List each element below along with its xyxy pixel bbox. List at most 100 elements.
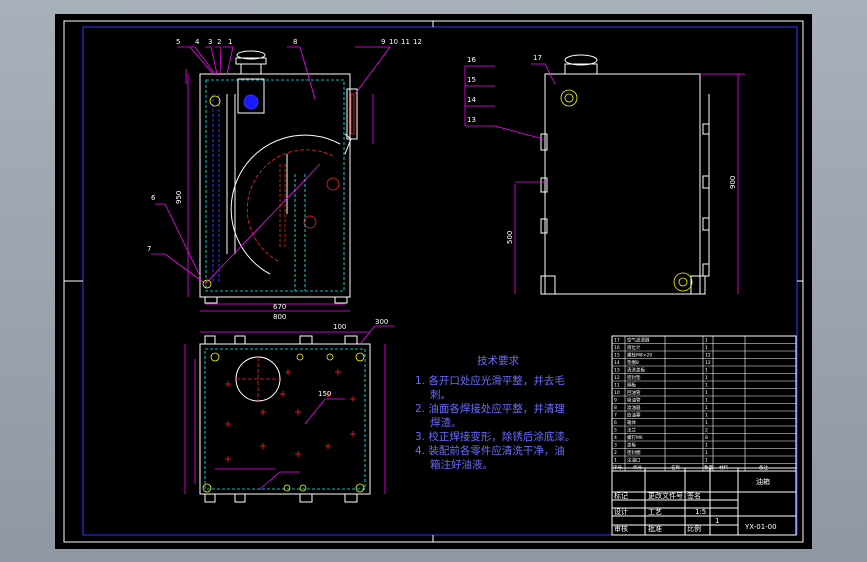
bom-row-name: 放油塞: [627, 412, 641, 419]
balloon: 14: [467, 96, 476, 104]
balloon: 11: [401, 38, 410, 46]
tb-label: 更改文件号: [648, 491, 683, 500]
balloon: 8: [293, 38, 297, 46]
dim-text: 150: [318, 390, 331, 398]
balloon: 7: [147, 245, 151, 253]
dim-text: 950: [175, 191, 183, 204]
bom-row-no: 16: [614, 345, 620, 351]
bom-row-qty: 1: [705, 450, 708, 456]
title-block: 油箱 YX-01-00 1:5 1 标记 更改文件号 签名 设计 工艺 审核 批…: [611, 467, 797, 536]
balloon: 6: [151, 194, 156, 202]
note-line: 2. 油面各焊接处应平整，并清理: [415, 402, 565, 415]
bom-row-qty: 12: [705, 353, 711, 359]
bom-row-no: 15: [614, 353, 620, 359]
dim-text: 500: [506, 231, 514, 244]
scale: 1:5: [695, 508, 706, 516]
balloon: 4: [195, 38, 200, 46]
bom-row-qty: 2: [705, 428, 708, 434]
tb-label: 工艺: [648, 508, 662, 516]
note-line: 焊渣。: [430, 416, 462, 429]
bom-row-qty: 1: [705, 368, 708, 374]
dim-text: 670: [273, 303, 286, 311]
note-line: 箱注好油液。: [430, 458, 493, 471]
front-view: [151, 46, 391, 312]
bom-row-name: 空气滤清器: [627, 337, 650, 344]
bom-row-name: 回油管: [627, 389, 641, 396]
balloon: 5: [176, 38, 180, 46]
balloon: 10: [389, 38, 398, 46]
bom-row-no: 13: [614, 368, 620, 374]
bom-row-no: 2: [614, 450, 617, 456]
top-view: [184, 325, 395, 503]
bom-row-no: 8: [614, 405, 617, 411]
bom-row-no: 3: [614, 443, 617, 449]
bom-row-no: 1: [614, 458, 617, 464]
bom-row-name: 法兰: [627, 427, 636, 434]
balloon: 12: [413, 38, 422, 46]
bom-row-name: 盖板: [627, 442, 636, 449]
bom-row-no: 14: [614, 360, 620, 366]
part-name: 油箱: [756, 477, 770, 486]
bom-row-name: 密封垫: [627, 374, 641, 381]
bom-row-qty: 1: [705, 398, 708, 404]
note-line: 1. 各开口处应光滑平整，并去毛: [415, 374, 565, 387]
bom-row-no: 11: [614, 383, 620, 389]
balloon: 13: [467, 116, 476, 124]
bom-row-qty: 12: [705, 360, 711, 366]
tb-label: 签名: [687, 491, 701, 500]
bom-row-name: 滤油器: [627, 404, 641, 411]
notes-title: 技术要求: [477, 354, 519, 367]
drawing-svg: 5 4 3 2 1 8 9 10 11 12 6 7 670 800 950: [63, 20, 804, 543]
tb-label: 批准: [648, 524, 662, 533]
bom-row-qty: 1: [705, 413, 708, 419]
note-line: 4. 装配前各零件应清洗干净，油: [415, 444, 565, 457]
sheet: 1: [715, 517, 719, 525]
bom-row-qty: 1: [705, 375, 708, 381]
balloon: 15: [467, 76, 476, 84]
bom-row-name: 垫圈8: [627, 359, 639, 366]
tb-label: 审核: [614, 524, 628, 533]
bom-row-name: 注油口: [627, 457, 641, 464]
drawing-number: YX-01-00: [744, 523, 777, 531]
dim-text: 800: [273, 313, 286, 321]
bom-row-qty: 1: [705, 443, 708, 449]
bom-row-qty: 1: [705, 458, 708, 464]
bom-row-no: 6: [614, 420, 617, 426]
bom-row-name: 螺栓M8×20: [627, 352, 652, 359]
bom-row-no: 12: [614, 375, 620, 381]
bom-row-qty: 1: [705, 345, 708, 351]
bom-row-name: 螺钉M6: [627, 434, 643, 441]
bom-row-name: 清洗盖板: [627, 367, 645, 374]
bom-row-name: 密封圈: [627, 449, 641, 456]
bom-row-name: 箱体: [627, 419, 636, 426]
dim-text: 300: [375, 318, 388, 326]
bom-row-name: 隔板: [627, 382, 636, 389]
bom-row-no: 5: [614, 428, 617, 434]
bom-row-qty: 1: [705, 405, 708, 411]
bom-row-no: 7: [614, 413, 617, 419]
hole-marks: [225, 369, 356, 462]
side-view: [464, 54, 745, 295]
bom-row-no: 17: [614, 338, 620, 344]
note-line: 3. 校正焊接变形，除锈后涂底漆。: [415, 430, 575, 443]
balloon: 9: [381, 38, 385, 46]
bom-row-qty: 1: [705, 383, 708, 389]
bom-row-qty: 8: [705, 435, 708, 441]
tb-label: 设计: [614, 507, 628, 516]
balloon: 17: [533, 54, 542, 62]
balloon: 16: [467, 56, 476, 64]
tb-label: 标记: [614, 491, 628, 500]
bom-row-no: 9: [614, 398, 617, 404]
balloon: 1: [228, 38, 232, 46]
dim-text: 100: [333, 323, 346, 331]
bom-row-no: 4: [614, 435, 617, 441]
dim-text: 900: [729, 176, 737, 189]
tb-label: 比例: [687, 524, 701, 533]
technical-notes: 技术要求 1. 各开口处应光滑平整，并去毛 刺。 2. 油面各焊接处应平整，并清…: [415, 354, 575, 471]
drawing-canvas[interactable]: 5 4 3 2 1 8 9 10 11 12 6 7 670 800 950: [55, 14, 812, 549]
balloon: 2: [217, 38, 221, 46]
bom-row-qty: 1: [705, 338, 708, 344]
bom-row-name: 液位计: [627, 344, 641, 351]
